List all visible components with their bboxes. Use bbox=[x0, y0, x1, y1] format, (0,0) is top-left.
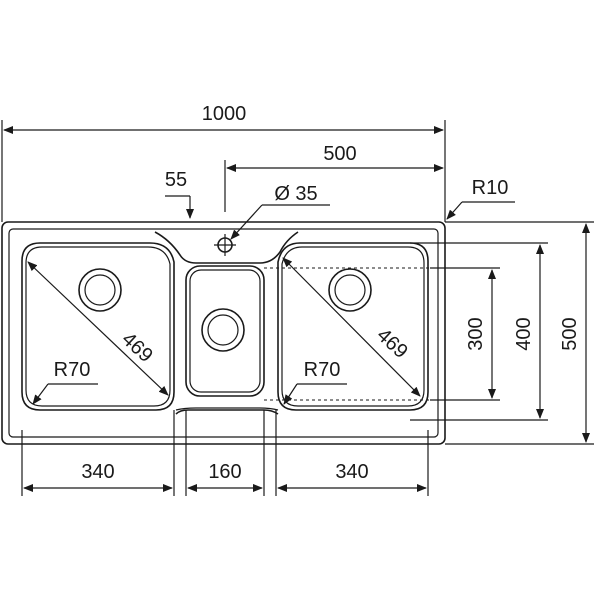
center-drain-icon bbox=[201, 308, 245, 352]
left-radius-label: R70 bbox=[54, 359, 91, 381]
inner-depth-label: 300 bbox=[465, 317, 487, 350]
left-bowl-width-label: 340 bbox=[81, 461, 114, 483]
dim-bottom-widths: 340 160 340 bbox=[21, 410, 429, 496]
center-bowl bbox=[154, 231, 299, 415]
bowl-depth-label: 400 bbox=[513, 317, 535, 350]
overall-depth-label: 500 bbox=[559, 317, 581, 350]
dim-half-width: 500 bbox=[224, 143, 444, 212]
right-bowl-width-label: 340 bbox=[335, 461, 368, 483]
center-bowl-width-label: 160 bbox=[208, 461, 241, 483]
tap-hole-icon bbox=[214, 234, 236, 256]
overall-width-label: 1000 bbox=[202, 103, 247, 125]
dim-inner-depth: 300 bbox=[430, 267, 500, 401]
dim-tap-diameter: Ø 35 bbox=[230, 183, 330, 240]
dim-corner-radius: R10 bbox=[446, 177, 515, 220]
dim-left-radius: R70 bbox=[32, 359, 98, 405]
right-diagonal-label: 469 bbox=[372, 324, 411, 363]
dim-tap-offset: 55 bbox=[165, 169, 194, 219]
tap-offset-label: 55 bbox=[165, 169, 187, 191]
right-radius-label: R70 bbox=[304, 359, 341, 381]
half-width-label: 500 bbox=[323, 143, 356, 165]
dim-overall-depth: 500 bbox=[445, 221, 594, 445]
tap-diameter-label: Ø 35 bbox=[274, 183, 317, 205]
dim-right-radius: R70 bbox=[283, 359, 347, 405]
dim-overall-width: 1000 bbox=[1, 103, 446, 222]
sink-outline bbox=[1, 221, 446, 445]
left-diagonal-label: 469 bbox=[117, 328, 156, 367]
corner-radius-label: R10 bbox=[472, 177, 509, 199]
dim-bowl-depth: 400 bbox=[410, 242, 548, 421]
dim-left-diagonal: 469 bbox=[27, 261, 169, 396]
left-bowl bbox=[21, 242, 175, 411]
